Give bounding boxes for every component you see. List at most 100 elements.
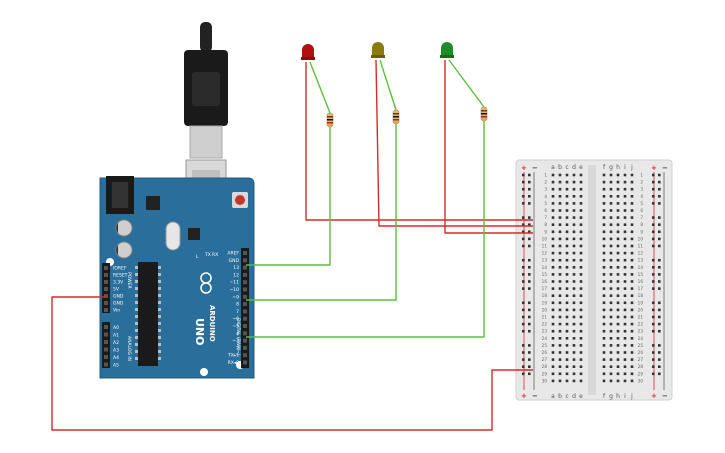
rail-hole[interactable] (528, 223, 531, 226)
breadboard-hole[interactable] (565, 258, 569, 262)
rail-hole[interactable] (528, 351, 531, 354)
rail-hole[interactable] (528, 230, 531, 234)
breadboard-hole[interactable] (609, 379, 613, 383)
breadboard-hole[interactable] (579, 358, 583, 361)
breadboard-hole[interactable] (630, 280, 634, 283)
breadboard-hole[interactable] (616, 237, 620, 241)
breadboard-hole[interactable] (551, 294, 555, 297)
rail-hole[interactable] (658, 266, 661, 269)
breadboard-hole[interactable] (623, 230, 627, 234)
breadboard-hole[interactable] (572, 301, 576, 305)
breadboard-hole[interactable] (551, 209, 555, 212)
breadboard-hole[interactable] (572, 372, 576, 376)
breadboard-hole[interactable] (558, 322, 562, 326)
breadboard-hole[interactable] (558, 223, 562, 226)
breadboard-hole[interactable] (609, 308, 613, 312)
breadboard-hole[interactable] (551, 223, 555, 226)
breadboard-hole[interactable] (579, 344, 583, 347)
breadboard-hole[interactable] (602, 294, 606, 297)
power-pin[interactable] (104, 308, 108, 312)
breadboard-hole[interactable] (579, 209, 583, 212)
rail-hole[interactable] (652, 322, 655, 326)
breadboard-hole[interactable] (616, 365, 620, 368)
breadboard-hole[interactable] (551, 315, 555, 319)
breadboard-hole[interactable] (609, 251, 613, 255)
rail-hole[interactable] (652, 280, 655, 283)
resistor[interactable] (480, 106, 488, 122)
breadboard-hole[interactable] (616, 209, 620, 212)
rail-hole[interactable] (522, 266, 525, 269)
analog-pin[interactable] (104, 362, 108, 367)
rail-hole[interactable] (522, 223, 525, 226)
rail-hole[interactable] (658, 301, 661, 305)
breadboard-hole[interactable] (551, 251, 555, 255)
breadboard-hole[interactable] (602, 344, 606, 347)
rail-hole[interactable] (652, 202, 655, 205)
breadboard-hole[interactable] (623, 202, 627, 205)
breadboard-hole[interactable] (602, 365, 606, 368)
breadboard-hole[interactable] (602, 202, 606, 205)
breadboard-hole[interactable] (558, 344, 562, 347)
breadboard-hole[interactable] (579, 365, 583, 368)
digital-pin[interactable] (243, 345, 247, 350)
breadboard-hole[interactable] (572, 266, 576, 269)
breadboard-hole[interactable] (558, 244, 562, 248)
wire-red-led-cathode[interactable] (305, 62, 533, 221)
breadboard-hole[interactable] (551, 372, 555, 376)
rail-hole[interactable] (528, 173, 531, 177)
breadboard-hole[interactable] (551, 337, 555, 340)
digital-pin[interactable] (243, 258, 247, 263)
rail-hole[interactable] (522, 202, 525, 205)
breadboard-hole[interactable] (602, 195, 606, 198)
rail-hole[interactable] (658, 365, 661, 368)
breadboard-hole[interactable] (616, 202, 620, 205)
breadboard-hole[interactable] (579, 351, 583, 354)
resistor[interactable] (392, 109, 400, 125)
breadboard-hole[interactable] (551, 379, 555, 383)
breadboard-hole[interactable] (572, 216, 576, 219)
rail-hole[interactable] (658, 273, 661, 276)
breadboard-hole[interactable] (623, 180, 627, 184)
breadboard-hole[interactable] (579, 180, 583, 184)
breadboard-hole[interactable] (602, 337, 606, 340)
rail-hole[interactable] (658, 216, 661, 219)
breadboard-hole[interactable] (572, 173, 576, 177)
rail-hole[interactable] (522, 237, 525, 241)
digital-pin[interactable] (243, 360, 247, 365)
breadboard-hole[interactable] (616, 230, 620, 234)
breadboard-hole[interactable] (572, 287, 576, 290)
breadboard-hole[interactable] (623, 266, 627, 269)
rail-hole[interactable] (522, 216, 525, 219)
breadboard-hole[interactable] (602, 329, 606, 333)
breadboard-hole[interactable] (609, 209, 613, 212)
breadboard-hole[interactable] (565, 344, 569, 347)
breadboard-hole[interactable] (565, 280, 569, 283)
wire-pin3[interactable] (246, 121, 485, 338)
breadboard-hole[interactable] (602, 251, 606, 255)
breadboard-hole[interactable] (565, 315, 569, 319)
breadboard-hole[interactable] (616, 251, 620, 255)
breadboard-hole[interactable] (630, 315, 634, 319)
rail-hole[interactable] (652, 180, 655, 184)
breadboard-hole[interactable] (630, 244, 634, 248)
breadboard-hole[interactable] (602, 351, 606, 354)
breadboard-hole[interactable] (623, 195, 627, 198)
breadboard-hole[interactable] (602, 173, 606, 177)
wire-yellow-led-anode[interactable] (379, 59, 397, 111)
breadboard-hole[interactable] (609, 351, 613, 354)
rail-hole[interactable] (522, 372, 525, 376)
breadboard-hole[interactable] (616, 244, 620, 248)
rail-hole[interactable] (658, 308, 661, 312)
rail-hole[interactable] (658, 237, 661, 241)
breadboard-hole[interactable] (572, 379, 576, 383)
digital-pin[interactable] (243, 280, 247, 285)
rail-hole[interactable] (658, 358, 661, 361)
breadboard-hole[interactable] (623, 351, 627, 354)
breadboard-hole[interactable] (623, 379, 627, 383)
rail-hole[interactable] (652, 223, 655, 226)
breadboard-hole[interactable] (551, 273, 555, 276)
breadboard-hole[interactable] (551, 266, 555, 269)
breadboard-hole[interactable] (565, 266, 569, 269)
rail-hole[interactable] (528, 244, 531, 248)
